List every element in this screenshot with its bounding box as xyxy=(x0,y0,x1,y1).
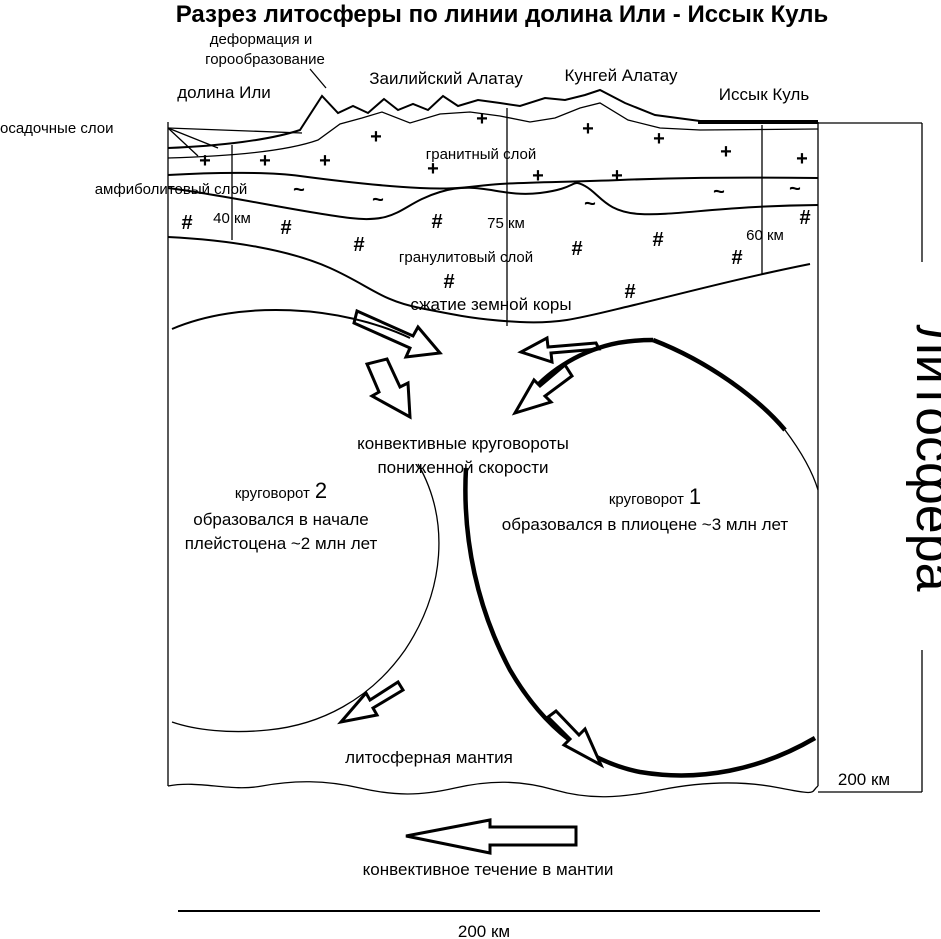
cycle2-title: круговорот 2 xyxy=(235,478,327,503)
sedimentary-layers-label: осадочные слои xyxy=(0,120,113,137)
granite-symbol: + xyxy=(582,118,594,140)
amphibolite-symbols: ~ ~ ~ ~ ~ xyxy=(293,178,801,215)
granite-layer-label: гранитный слой xyxy=(426,146,536,163)
granulite-symbol: # xyxy=(431,211,442,233)
depth-40-label: 40 км xyxy=(213,210,251,227)
cycle2-word: круговорот xyxy=(235,485,310,502)
zailiysky-alatau-label: Заилийский Алатау xyxy=(369,69,523,88)
diagram-title: Разрез литосферы по линии долина Или - И… xyxy=(176,1,829,28)
granulite-symbol: # xyxy=(353,234,364,256)
amphibolite-symbol: ~ xyxy=(713,181,725,203)
cell1-outflow-arrow xyxy=(545,709,605,769)
kungey-alatau-label: Кунгей Алатау xyxy=(565,66,678,85)
sedimentary-base-line xyxy=(167,102,819,159)
deformation-leader-line xyxy=(309,68,327,89)
amphibolite-symbol: ~ xyxy=(372,189,384,211)
cell1-inflow-arrow xyxy=(511,362,575,416)
sedimentary-leader-line-1 xyxy=(167,127,303,134)
amphibolite-granulite-boundary xyxy=(167,182,819,221)
cycle1-number: 1 xyxy=(689,484,701,509)
granulite-symbol: # xyxy=(731,247,742,269)
granite-symbol: + xyxy=(319,150,331,172)
granulite-symbol: # xyxy=(652,229,663,251)
cycle1-word: круговорот xyxy=(609,491,684,508)
amphibolite-symbol: ~ xyxy=(293,179,305,201)
depth-200-label: 200 км xyxy=(838,770,890,789)
convective-cycles-label-line1: конвективные круговороты xyxy=(357,434,569,453)
cell2-upper-arc xyxy=(171,308,411,339)
granite-amphibolite-boundary xyxy=(167,171,819,190)
cycle2-line3: плейстоцена ~2 млн лет xyxy=(185,534,378,553)
granite-symbol: + xyxy=(476,108,488,130)
granulite-symbol: # xyxy=(443,271,454,293)
granite-symbol: + xyxy=(199,150,211,172)
depth-75-label: 75 км xyxy=(487,215,525,232)
width-200-label: 200 км xyxy=(458,922,510,939)
mantle-flow-label: конвективное течение в мантии xyxy=(363,860,614,879)
cell2-outflow-arrow xyxy=(337,679,406,725)
cell2-lower-arc xyxy=(171,463,440,733)
lithosphere-label: литосфера xyxy=(905,324,941,591)
granulite-symbols: # # # # # # # # # # xyxy=(181,207,810,303)
amphibolite-symbol: ~ xyxy=(584,193,596,215)
granulite-symbol: # xyxy=(571,238,582,260)
granulite-symbol: # xyxy=(624,281,635,303)
granite-symbol: + xyxy=(370,126,382,148)
granulite-symbol: # xyxy=(181,212,192,234)
topographic-surface-line xyxy=(167,88,819,149)
convective-cycles-label-line2: пониженной скорости xyxy=(377,458,548,477)
granite-symbol: + xyxy=(611,165,623,187)
granite-symbol: + xyxy=(720,141,732,163)
granite-symbols: + + + + + + + + + + + + xyxy=(199,108,808,187)
compression-arrow-left xyxy=(352,308,443,359)
cycle1-line2: образовался в плиоцене ~3 млн лет xyxy=(502,515,789,534)
sedimentary-leader-line-3 xyxy=(167,127,199,157)
cycle2-number: 2 xyxy=(315,478,327,503)
depth-60-label: 60 км xyxy=(746,227,784,244)
deformation-label-line1: деформация и xyxy=(210,31,312,48)
ili-valley-label: долина Или xyxy=(177,83,271,102)
issyk-kul-label: Иссык Куль xyxy=(719,85,810,104)
granite-symbol: + xyxy=(653,128,665,150)
cell1-lower-arc xyxy=(463,467,817,778)
granite-symbol: + xyxy=(532,165,544,187)
granulite-symbol: # xyxy=(799,207,810,229)
cell1-right-arc xyxy=(784,429,819,491)
cell1-upper-arc xyxy=(652,337,787,432)
mantle-flow-arrow xyxy=(405,818,578,855)
amphibolite-layer-label: амфиболитовый слой xyxy=(95,181,248,198)
cell2-inflow-arrow xyxy=(364,357,412,420)
bottom-wavy-boundary xyxy=(167,781,819,798)
granite-symbol: + xyxy=(796,148,808,170)
deformation-label-line2: горообразование xyxy=(205,51,325,68)
cycle1-title: круговорот 1 xyxy=(609,484,701,509)
granite-symbol: + xyxy=(427,158,439,180)
granite-symbol: + xyxy=(259,150,271,172)
granulite-layer-label: гранулитовый слой xyxy=(399,249,533,266)
moho-boundary xyxy=(167,236,811,324)
amphibolite-symbol: ~ xyxy=(789,178,801,200)
compression-label: сжатие земной коры xyxy=(410,295,571,314)
cycle2-line2: образовался в начале xyxy=(193,510,369,529)
lithospheric-mantle-label: литосферная мантия xyxy=(345,748,513,767)
sedimentary-leader-line-2 xyxy=(167,127,219,149)
granulite-symbol: # xyxy=(280,217,291,239)
